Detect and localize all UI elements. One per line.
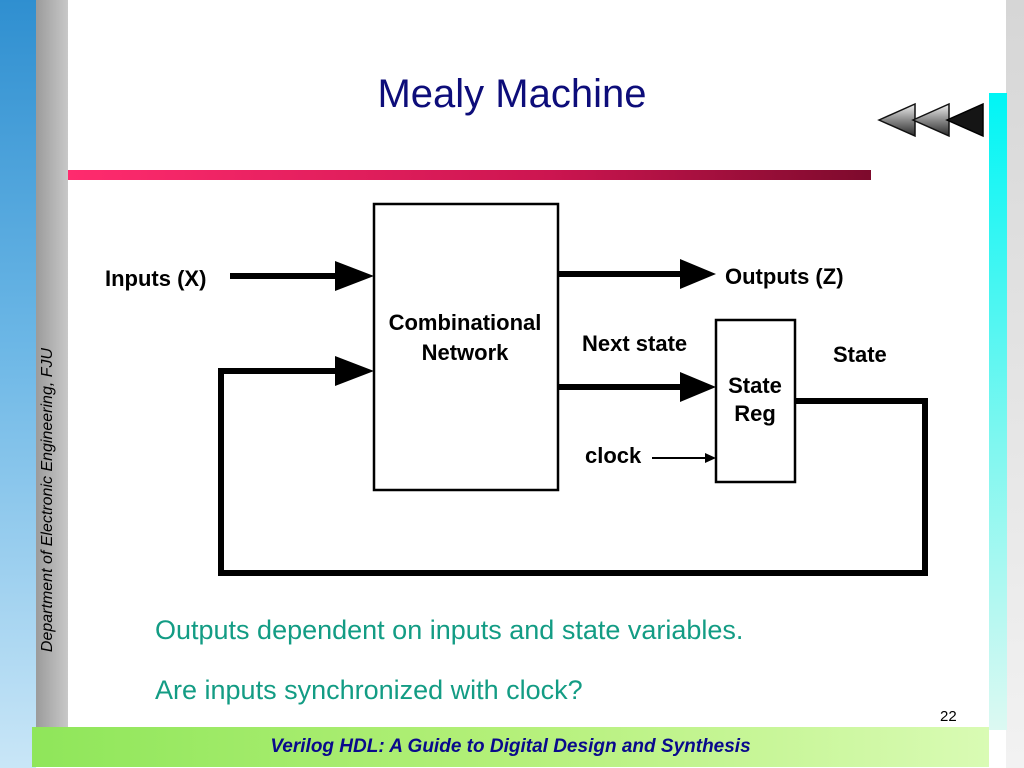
caption-outputs-dependency: Outputs dependent on inputs and state va… (155, 615, 744, 645)
department-label: Department of Electronic Engineering, FJ… (39, 347, 56, 653)
outputs-arrowhead (680, 259, 716, 289)
right-accent-bar (989, 93, 1007, 730)
footer-banner: Verilog HDL: A Guide to Digital Design a… (32, 727, 989, 767)
next-state-arrowhead (680, 372, 716, 402)
title-divider (68, 170, 871, 180)
next-state-label: Next state (582, 331, 687, 356)
triple-left-arrow-icon[interactable] (877, 100, 985, 140)
state-label: State (833, 342, 887, 367)
state-register-box (714, 318, 797, 484)
combinational-network-box (372, 202, 560, 492)
left-gray-bar (36, 0, 68, 730)
slide-title: Mealy Machine (377, 72, 647, 116)
footer-text: Verilog HDL: A Guide to Digital Design a… (270, 736, 751, 757)
page-number: 22 (940, 708, 957, 725)
state-feedback-line (218, 368, 928, 576)
inputs-label: Inputs (X) (105, 266, 206, 291)
combinational-label-line2: Network (422, 340, 510, 365)
state-register-label-line2: Reg (734, 401, 776, 426)
outputs-label: Outputs (Z) (725, 264, 844, 289)
clock-arrowhead (705, 453, 716, 463)
clock-label: clock (585, 443, 642, 468)
feedback-arrowhead (335, 356, 374, 386)
left-accent-bar (0, 0, 36, 768)
combinational-label-line1: Combinational (389, 310, 542, 335)
state-register-label-line1: State (728, 373, 782, 398)
caption-input-sync-question: Are inputs synchronized with clock? (155, 675, 583, 705)
inputs-arrowhead (335, 261, 374, 291)
right-gray-bar (1006, 0, 1024, 768)
